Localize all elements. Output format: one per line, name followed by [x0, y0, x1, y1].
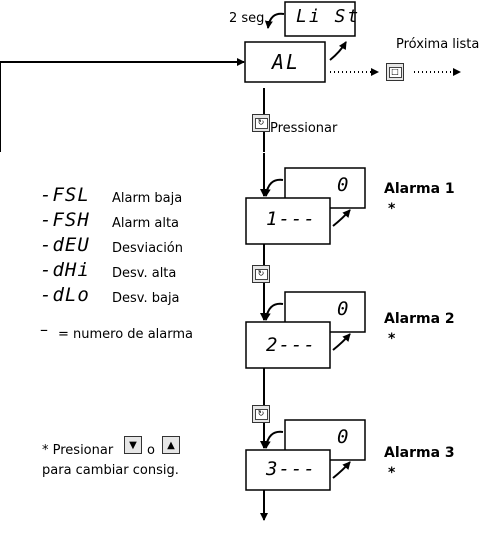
curve-a3-left [262, 430, 284, 449]
alarma-1-value: 0 [337, 174, 350, 196]
legend-text-2: Desviación [112, 241, 184, 256]
two-seg-label: 2 seg [229, 11, 265, 26]
press-suffix: para cambiar consig. [42, 463, 179, 478]
legend-code-2: -dEU [40, 234, 90, 256]
list-display: Li St [296, 6, 361, 27]
scroll-button-icon-1[interactable]: ↻ [252, 265, 270, 283]
alarma-2-star: * [388, 331, 396, 347]
up-arrow-button-icon[interactable]: ▲ [162, 436, 180, 454]
alarma-1-code: 1--- [266, 208, 316, 230]
press-label: Pressionar [270, 121, 338, 136]
list-box-back [284, 1, 356, 37]
legend-text-3: Desv. alta [112, 266, 177, 281]
alarma-2-code: 2--- [266, 334, 316, 356]
legend-dash-text: = numero de alarma [58, 327, 193, 342]
curve-a3-right [332, 461, 351, 479]
scroll-button-icon[interactable]: ↻ [252, 114, 270, 132]
press-or: o [147, 443, 155, 458]
curve-a2-left [262, 302, 284, 321]
legend-code-4: -dLo [40, 284, 90, 306]
alarma-2-title: Alarma 2 [384, 311, 455, 327]
al-box [244, 41, 326, 83]
alarma-3-code: 3--- [266, 458, 316, 480]
al-display: AL [272, 50, 301, 74]
page-icon[interactable]: □ [386, 63, 404, 81]
legend-code-1: -FSH [40, 209, 90, 231]
curve-a1-right [332, 209, 351, 227]
next-list-label: Próxima lista [396, 37, 480, 52]
curve-a1-left [262, 178, 284, 197]
down-arrow-button-icon[interactable]: ▼ [124, 436, 142, 454]
incoming-line [0, 58, 245, 152]
alarma-2-value: 0 [337, 298, 350, 320]
alarma-2-code-box [245, 321, 331, 369]
alarma-1-title: Alarma 1 [384, 181, 455, 197]
legend-text-0: Alarm baja [112, 191, 183, 206]
legend-code-0: -FSL [40, 184, 90, 206]
alarma-3-code-box [245, 449, 331, 491]
curve-arrow-al [329, 41, 347, 61]
alarma-1-code-box [245, 197, 331, 245]
alarma-1-star: * [388, 201, 396, 217]
legend-code-3: -dHi [40, 259, 90, 281]
press-prefix: * Presionar [42, 443, 114, 458]
legend-dash: – [40, 320, 48, 339]
alarma-3-star: * [388, 465, 396, 481]
alarma-3-value: 0 [337, 426, 350, 448]
legend-text-1: Alarm alta [112, 216, 180, 231]
curve-arrow-top [264, 12, 285, 29]
curve-a2-right [332, 333, 351, 351]
alarma-3-title: Alarma 3 [384, 445, 455, 461]
scroll-button-icon-2[interactable]: ↻ [252, 405, 270, 423]
legend-text-4: Desv. baja [112, 291, 180, 306]
